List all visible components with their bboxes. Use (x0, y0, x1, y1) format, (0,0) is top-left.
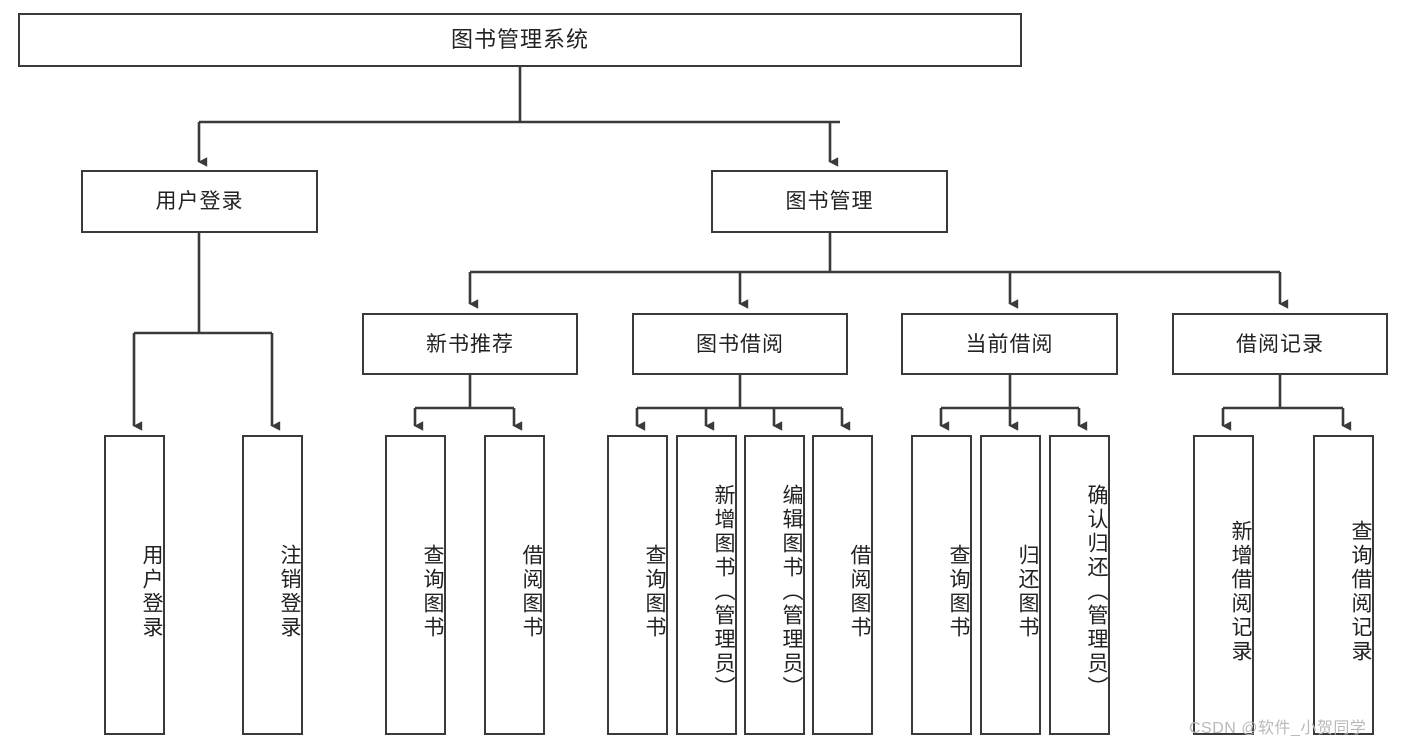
leaf-borrow-record-query[interactable]: 查询借阅记录 (1313, 435, 1374, 735)
leaf-new-book-borrow[interactable]: 借阅图书 (484, 435, 545, 735)
leaf-label: 借阅图书 (848, 544, 871, 640)
leaf-label: 查询图书 (421, 544, 444, 640)
leaf-user-login-logout[interactable]: 注销登录 (242, 435, 303, 735)
leaf-current-borrow-return[interactable]: 归还图书 (980, 435, 1041, 735)
leaf-current-borrow-confirm-return[interactable]: 确认归还（管理员） (1049, 435, 1110, 735)
node-user-login[interactable]: 用户登录 (81, 170, 318, 233)
leaf-label: 注销登录 (278, 544, 301, 640)
node-book-management[interactable]: 图书管理 (711, 170, 948, 233)
leaf-book-borrow-borrow[interactable]: 借阅图书 (812, 435, 873, 735)
leaf-borrow-record-add[interactable]: 新增借阅记录 (1193, 435, 1254, 735)
node-root-system[interactable]: 图书管理系统 (18, 13, 1022, 67)
leaf-label: 新增图书（管理员） (712, 484, 735, 700)
node-new-book-recommend[interactable]: 新书推荐 (362, 313, 578, 375)
node-current-borrow[interactable]: 当前借阅 (901, 313, 1118, 375)
leaf-label: 归还图书 (1016, 544, 1039, 640)
leaf-current-borrow-query[interactable]: 查询图书 (911, 435, 972, 735)
leaf-label: 编辑图书（管理员） (780, 484, 803, 700)
leaf-user-login-login[interactable]: 用户登录 (104, 435, 165, 735)
leaf-label: 用户登录 (140, 544, 163, 640)
leaf-label: 确认归还（管理员） (1085, 484, 1108, 700)
leaf-label: 新增借阅记录 (1229, 520, 1252, 664)
leaf-book-borrow-add[interactable]: 新增图书（管理员） (676, 435, 737, 735)
leaf-label: 查询图书 (643, 544, 666, 640)
leaf-book-borrow-edit[interactable]: 编辑图书（管理员） (744, 435, 805, 735)
leaf-new-book-query[interactable]: 查询图书 (385, 435, 446, 735)
node-book-borrow[interactable]: 图书借阅 (632, 313, 848, 375)
leaf-book-borrow-query[interactable]: 查询图书 (607, 435, 668, 735)
leaf-label: 查询图书 (947, 544, 970, 640)
node-borrow-record[interactable]: 借阅记录 (1172, 313, 1388, 375)
csdn-watermark: CSDN @软件_小贺同学 (1189, 720, 1367, 737)
leaf-label: 借阅图书 (520, 544, 543, 640)
leaf-label: 查询借阅记录 (1349, 520, 1372, 664)
